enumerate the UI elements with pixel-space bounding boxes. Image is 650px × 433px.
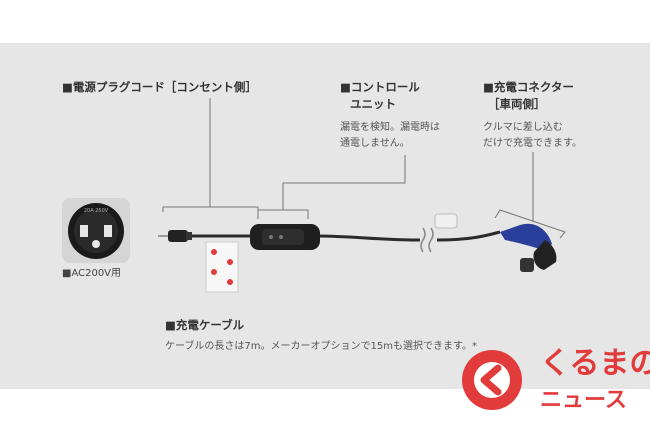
cable-title: ■充電ケーブル xyxy=(165,318,245,332)
control-unit-desc-line2: 通電しません。 xyxy=(340,138,410,149)
cable-desc: ケーブルの長さは7m。メーカーオプションで15mも選択できます。* xyxy=(165,341,477,352)
connector-title-line1: ■充電コネクター xyxy=(483,80,574,94)
control-unit-desc-line1: 漏電を検知。漏電時は xyxy=(340,122,440,133)
cable-line xyxy=(317,234,421,242)
control-unit-image xyxy=(250,224,320,250)
svg-text:20A 250V: 20A 250V xyxy=(84,208,109,214)
logo-text-line2: ニュース xyxy=(540,388,627,413)
control-unit-title-line2: ユニット xyxy=(350,97,396,111)
logo-text-line1: くるまの xyxy=(540,346,650,381)
control-unit-title-line1: ■コントロール xyxy=(340,80,420,94)
connector-title-line2: ［車両側］ xyxy=(488,97,546,111)
outlet-socket-image: 20A 250V xyxy=(62,198,130,263)
cable-strap-image xyxy=(434,213,458,229)
cable-break-mark xyxy=(420,227,426,253)
kuruma-news-logo xyxy=(462,350,522,410)
callout-lines xyxy=(162,98,566,239)
power-plug-image xyxy=(158,230,192,242)
charging-connector-image xyxy=(500,223,557,272)
connector-desc-line1: クルマに差し込む xyxy=(483,122,563,133)
outlet-label: ■AC200V用 xyxy=(62,268,122,279)
plug-cord-title: ■電源プラグコード［コンセント側］ xyxy=(62,80,257,94)
connector-desc-line2: だけで充電できます。 xyxy=(483,138,582,149)
cable-tag-image xyxy=(205,241,239,293)
